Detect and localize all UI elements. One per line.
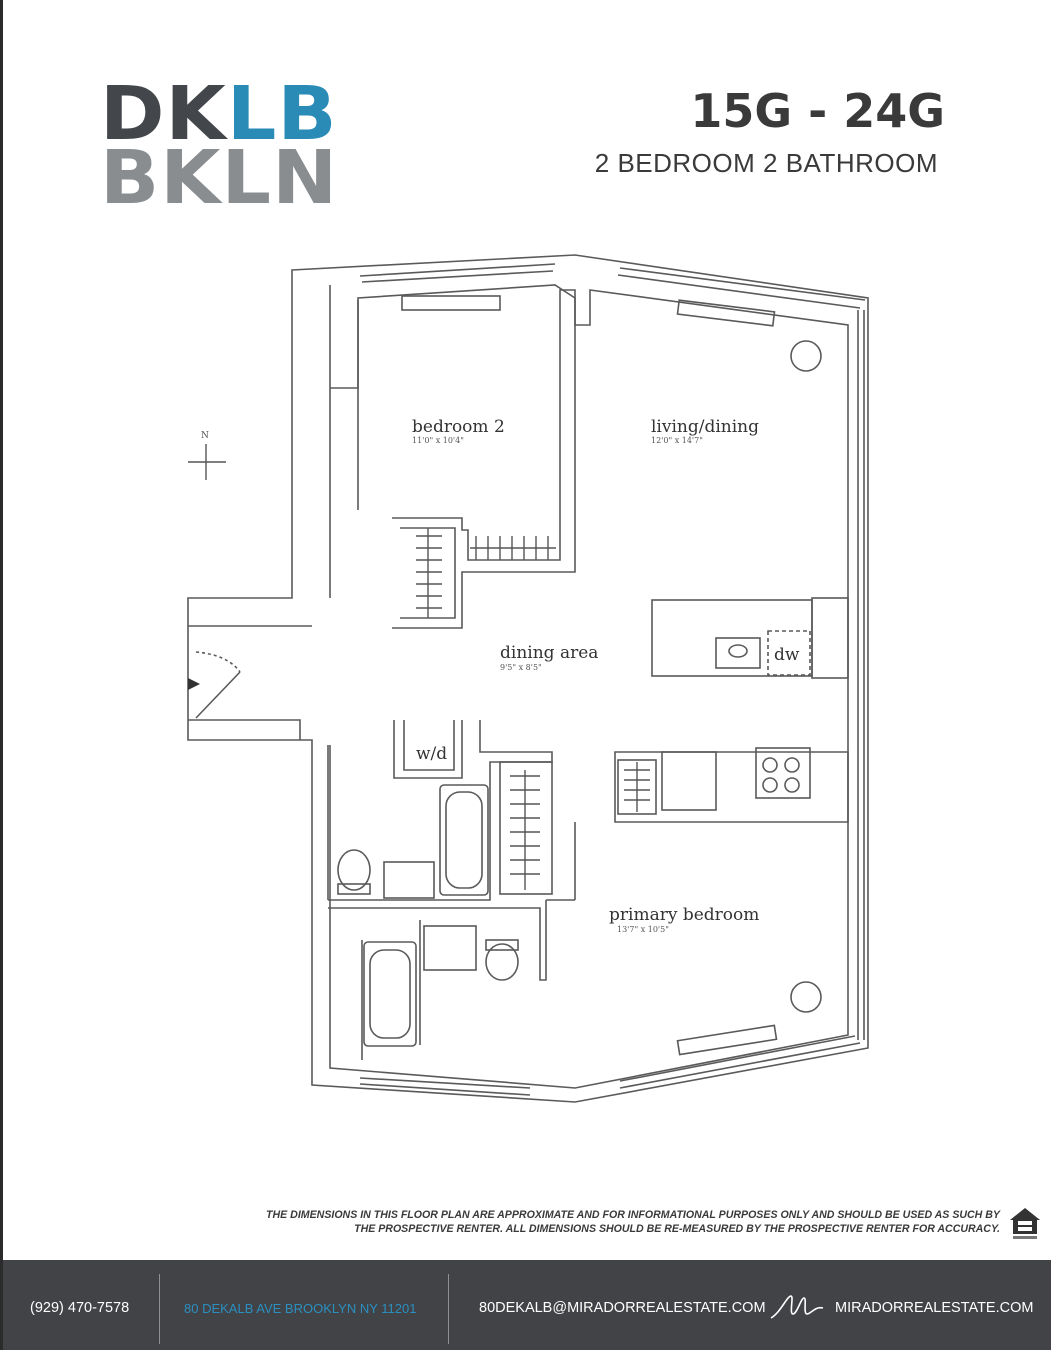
toilet-2 (485, 943, 519, 981)
room-dims-dining: 9'5" x 8'5" (500, 663, 542, 672)
unit-subtitle: 2 BEDROOM 2 BATHROOM (594, 148, 938, 178)
disclaimer: THE DIMENSIONS IN THIS FLOOR PLAN ARE AP… (150, 1208, 1000, 1236)
room-dims-bedroom2: 11'0" x 10'4" (412, 436, 464, 445)
bedroom2-closet-wall (392, 289, 576, 629)
window-top-left (359, 263, 556, 283)
toilet-2-tank (485, 939, 519, 951)
burner-4 (784, 777, 800, 793)
mirador-signature-icon (770, 1295, 824, 1319)
burner-1 (762, 757, 778, 773)
logo-line-bottom: BKLN (100, 135, 339, 221)
sill-bedroom2 (401, 295, 501, 311)
north-compass-icon (188, 444, 226, 480)
fridge-block (811, 597, 849, 679)
entry-door (195, 671, 241, 719)
toilet-1 (337, 849, 371, 891)
logo-lb: LB (226, 71, 338, 157)
bathtub-2-inner (369, 949, 411, 1039)
interior-wall-line (329, 284, 849, 1089)
unit-title: 15G - 24G (690, 84, 945, 138)
bathtub-1 (439, 784, 489, 896)
closet-hangers-pantry (624, 769, 650, 801)
room-name-bedroom2: bedroom 2 (412, 417, 505, 437)
sink (715, 637, 761, 669)
bathtub-1-inner (445, 791, 483, 889)
footer-website[interactable]: MIRADORREALESTATE.COM (835, 1300, 1034, 1316)
dishwasher-box (767, 630, 811, 676)
kitchen-counter (614, 751, 849, 823)
dklb-bkln-logo: DKLB BKLN (100, 77, 340, 215)
washer-dryer-label: w/d (416, 744, 447, 764)
sink-bowl (728, 644, 748, 658)
room-name-living: living/dining (651, 417, 759, 437)
footer-phone[interactable]: (929) 470-7578 (30, 1300, 130, 1316)
dishwasher-label: dw (774, 645, 800, 665)
footer-bar: (929) 470-7578 80 DEKALB AVE BROOKLYN NY… (3, 1260, 1051, 1350)
closet-hangers-bed2-h (475, 536, 549, 560)
logo-dk: DK (100, 71, 227, 157)
bath2-wall (328, 900, 547, 1060)
entry-door-swing (195, 651, 241, 673)
closet-hangers-bed2 (416, 535, 442, 609)
window-top-right (617, 267, 866, 309)
wall-oven (661, 751, 717, 811)
entry-arrow-icon (188, 678, 200, 690)
compass-label: N (201, 431, 209, 441)
vanity-1 (383, 861, 435, 899)
linen-closet (499, 761, 553, 895)
burner-3 (762, 777, 778, 793)
footer-email[interactable]: 80DEKALB@MIRADORREALESTATE.COM (479, 1300, 766, 1316)
column-bottom (790, 981, 822, 1013)
column-top (790, 340, 822, 372)
footer-address[interactable]: 80 DEKALB AVE BROOKLYN NY 11201 (184, 1301, 417, 1316)
burner-2 (784, 757, 800, 773)
bathtub-2 (363, 941, 417, 1047)
toilet-1-tank (337, 883, 371, 895)
sill-primary (676, 1024, 778, 1056)
primary-wall (546, 822, 576, 901)
equal-housing-opportunity-icon (1010, 1208, 1040, 1239)
footer-divider-1 (159, 1274, 160, 1344)
floor-plan: N bedroom 2 11'0" x 10'4" living/dining … (187, 254, 869, 1103)
pantry (617, 759, 657, 815)
room-dims-primary: 13'7" x 10'5" (617, 925, 669, 934)
footer-divider-2 (448, 1274, 449, 1344)
exterior-wall-outline (187, 254, 869, 1103)
room-name-primary: primary bedroom (609, 905, 759, 925)
entry-wall (188, 625, 312, 740)
disclaimer-line-2: THE PROSPECTIVE RENTER. ALL DIMENSIONS S… (354, 1223, 1000, 1235)
logo-line-top: DKLB (100, 77, 352, 151)
closet-hangers-linen (510, 775, 540, 875)
window-bottom-left (359, 1077, 531, 1096)
window-right (857, 310, 865, 1040)
sill-living (676, 299, 776, 327)
cooktop (755, 747, 811, 799)
room-name-dining: dining area (500, 643, 598, 663)
room-dims-living: 12'0" x 14'7" (651, 436, 703, 445)
disclaimer-line-1: THE DIMENSIONS IN THIS FLOOR PLAN ARE AP… (266, 1209, 1000, 1221)
vanity-2 (423, 925, 477, 971)
laundry-wall (393, 720, 463, 779)
window-bottom-right (619, 1035, 861, 1089)
left-edge-bar (0, 0, 3, 1350)
